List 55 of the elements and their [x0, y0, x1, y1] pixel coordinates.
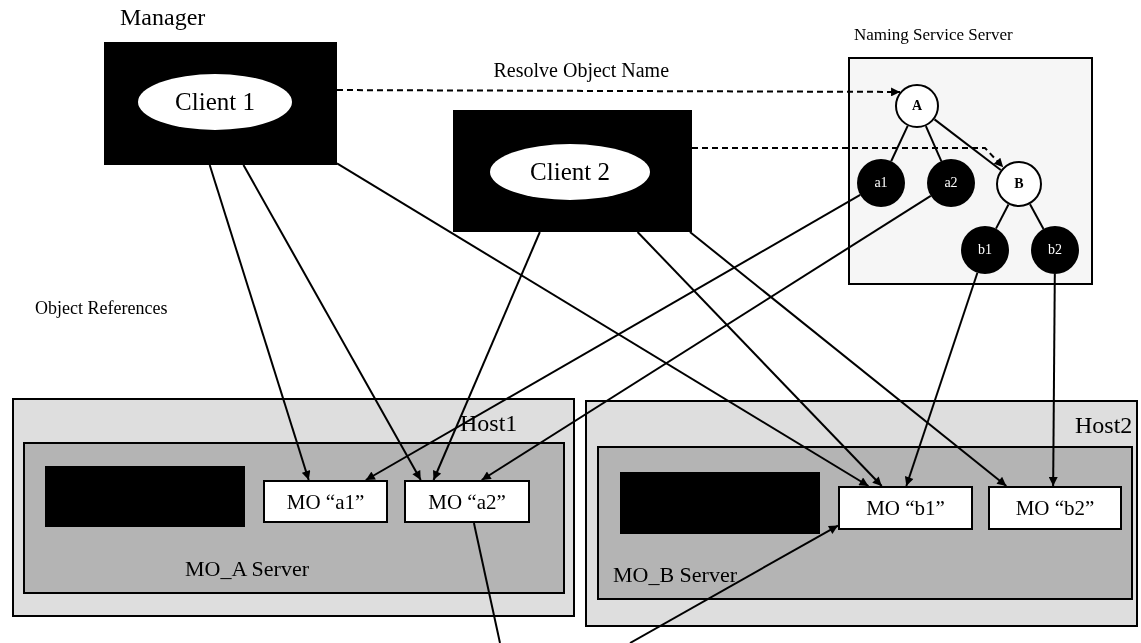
- server-panel: [23, 442, 565, 594]
- box-heading: MO_A Server: [185, 556, 310, 582]
- managed-object-box: [988, 486, 1122, 530]
- tree-leaf-circle: [1031, 226, 1079, 274]
- arrow: [904, 271, 979, 487]
- connector-line: [472, 522, 501, 643]
- tree-leaf-circle: [927, 159, 975, 207]
- node-label: B: [1014, 176, 1024, 192]
- host-panel: [12, 398, 575, 617]
- box-heading: Host1: [460, 410, 518, 437]
- arrow: [629, 524, 839, 643]
- node-label: MO “a1”: [286, 489, 365, 514]
- box-heading: Naming Service Server: [854, 25, 1013, 45]
- managed-object-box: [838, 486, 973, 530]
- arrow: [636, 231, 883, 487]
- arrow: [336, 162, 870, 487]
- arrow: [364, 194, 862, 481]
- box-heading: Host2: [1075, 412, 1133, 439]
- node-label: b2: [1048, 242, 1062, 258]
- node-label: Client 2: [530, 158, 610, 186]
- managed-object-box: [263, 480, 388, 523]
- arrow: [242, 164, 422, 481]
- client-host-box: [453, 110, 692, 232]
- connector-line: [933, 118, 1002, 172]
- arrow: [688, 231, 1008, 487]
- connector-line: [1029, 203, 1045, 230]
- tree-node-circle: [895, 84, 939, 128]
- node-label: a2: [944, 175, 958, 191]
- box-heading: Manager: [120, 4, 206, 31]
- host-panel: [585, 400, 1138, 627]
- managed-object-box: [404, 480, 530, 523]
- dashed-arrow: [336, 87, 902, 97]
- connector-line: [924, 125, 943, 163]
- server-panel: [597, 446, 1133, 600]
- node-label: Client 1: [175, 88, 255, 116]
- arrow: [1048, 273, 1058, 487]
- dashed-arrow: [691, 147, 1005, 169]
- arrow: [208, 164, 311, 481]
- annotation-label: Object References: [35, 298, 168, 319]
- node-label: MO “b1”: [866, 495, 945, 521]
- arrow: [480, 194, 932, 481]
- client-host-box: [620, 472, 820, 534]
- tree-node-circle: [996, 161, 1042, 207]
- node-label: MO “a2”: [428, 489, 506, 514]
- node-label: b1: [978, 242, 992, 258]
- connector-line: [890, 124, 909, 163]
- connector-line: [995, 203, 1010, 230]
- arrow: [432, 231, 541, 481]
- node-label: a1: [874, 175, 888, 191]
- node-label: A: [911, 98, 923, 114]
- tree-leaf-circle: [857, 159, 905, 207]
- box-heading: MO_B Server: [613, 562, 738, 588]
- tree-leaf-circle: [961, 226, 1009, 274]
- client-host-box: [45, 466, 245, 527]
- node-label: MO “b2”: [1015, 495, 1095, 521]
